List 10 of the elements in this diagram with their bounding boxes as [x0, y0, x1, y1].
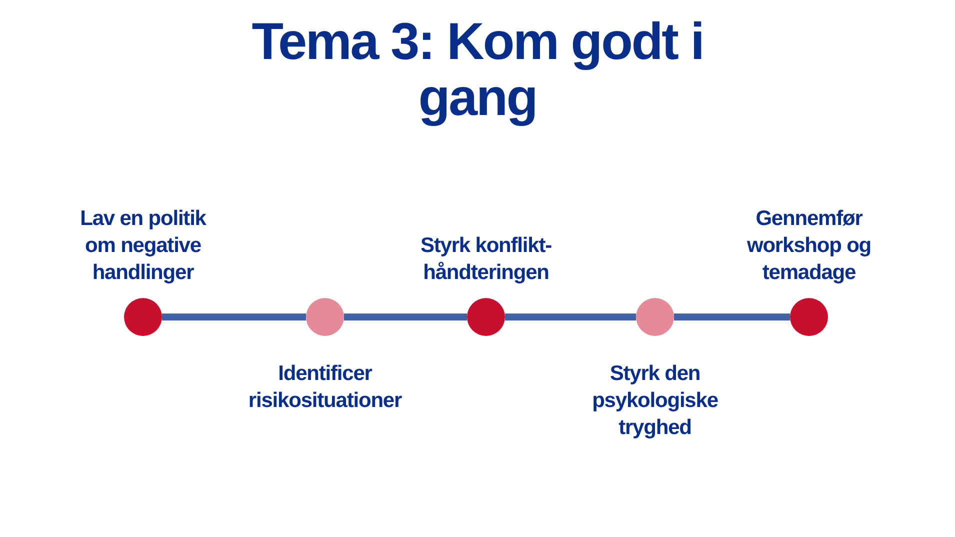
milestone-label: Identificer risikosituationer: [247, 361, 403, 414]
milestone-label: Lav en politik om negative handlinger: [79, 206, 208, 286]
title: Tema 3: Kom godt i gang: [250, 14, 704, 126]
milestone-label: Gennemfør workshop og temadage: [746, 206, 872, 286]
timeline-line: [674, 314, 790, 320]
timeline-line: [344, 314, 467, 320]
milestone-label: Styrk konflikt-håndteringen: [419, 233, 553, 286]
milestone-label: Styrk den psykologiske tryghed: [591, 361, 719, 441]
timeline-line: [162, 314, 306, 320]
timeline-line: [505, 314, 636, 320]
